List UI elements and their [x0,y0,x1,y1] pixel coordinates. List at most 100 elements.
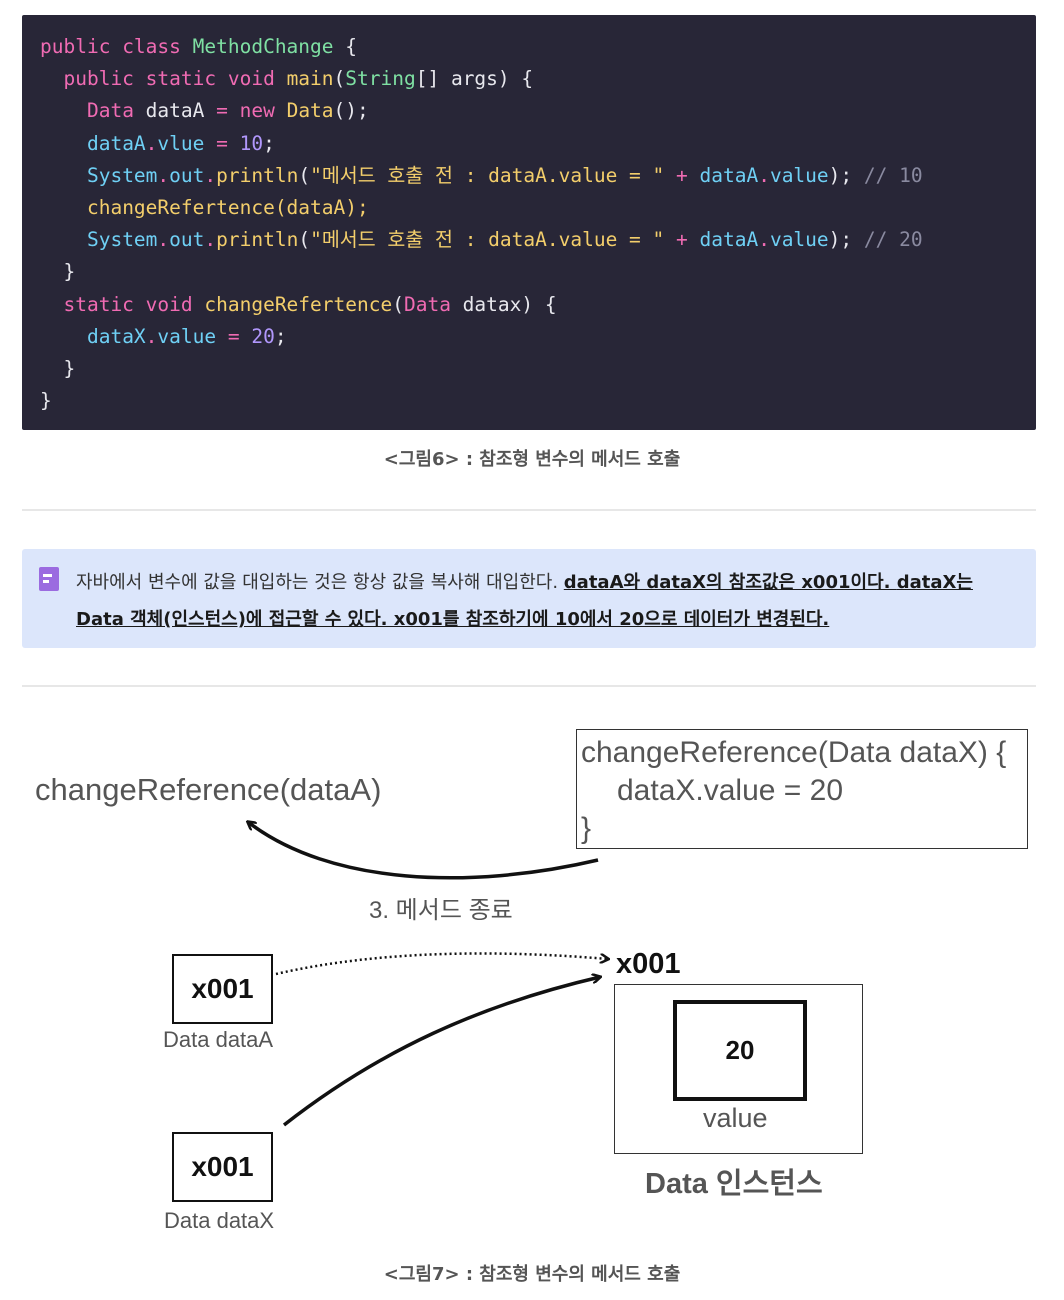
reference-arrow-dataA [275,952,608,976]
figure-6-caption: <그림6> : 참조형 변수의 메서드 호출 [383,449,681,470]
code-token: void [145,292,205,316]
callout-emphasis-2: dataX는 Data 객체(인스턴스)에 접근할 수 있다. x001를 참조… [76,572,973,630]
code-token: } [40,357,76,381]
code-token [40,132,87,155]
code-line: } [40,256,1036,288]
code-token: . [157,163,170,187]
code-token: { [333,35,358,58]
code-token: public [40,35,123,58]
code-token: . [204,228,217,252]
code-token: ; [263,131,275,155]
code-token: value [769,228,829,252]
callout-emphasis-1: dataA와 dataX의 참조값은 x001이다. [563,572,897,593]
code-token: datax) { [462,292,557,316]
code-token: . [758,228,770,252]
code-token: MethodChange [192,35,334,58]
code-token: } [40,389,52,413]
code-token: . [204,163,217,187]
code-token [40,99,87,122]
code-token: static [63,292,146,316]
code-token: changeRefertence [204,292,393,316]
code-token: 20 [251,324,275,348]
code-token [40,293,63,316]
code-line: } [40,385,1036,417]
code-token: dataA [145,99,217,123]
method-signature: changeReference(Data dataX) { [581,736,1007,769]
code-token: . [157,228,170,252]
code-token: Data [86,99,146,123]
code-token: dataA [86,131,146,155]
dataX-address-box: x001 [172,1132,273,1202]
method-box: changeReference(Data dataX) { dataX.valu… [576,729,1028,849]
code-token: static [145,67,228,91]
reference-diagram: changeReference(dataA) changeReference(D… [0,700,1064,1260]
value-label: value [703,1103,768,1133]
code-token: (); [333,99,369,123]
code-token: "메서드 호출 전 : dataA.value = " [310,228,677,252]
method-body: dataX.value = 20 [617,774,844,807]
code-token: changeRefertence [86,196,275,220]
code-line: dataX.value = 20; [40,321,1036,353]
code-token: new [239,99,287,123]
code-token [40,196,87,219]
code-token: class [122,35,193,58]
code-token: ); [828,228,864,252]
code-line: System.out.println("메서드 호출 전 : dataA.val… [40,160,1036,192]
dataA-address-box: x001 [172,954,273,1024]
reference-arrow-dataX [282,977,600,1127]
code-token: out [169,228,205,252]
code-line: public class MethodChange { [40,31,1036,63]
data-instance-box: 20 value [614,984,863,1154]
instance-label: Data 인스턴스 [645,1168,823,1200]
code-token: Data [286,99,334,123]
code-line: System.out.println("메서드 호출 전 : dataA.val… [40,224,1036,256]
code-token: ( [333,67,346,91]
diagram-arrows [0,700,1064,1127]
code-token: Data [403,292,463,316]
code-token: println [216,228,299,252]
callout-plain-text: 자바에서 변수에 값을 대입하는 것은 항상 값을 복사해 대입한다. [76,572,564,593]
code-token: + [676,163,700,187]
code-token: [] args) { [415,67,534,91]
code-block: public class MethodChange { public stati… [22,15,1036,430]
code-token: System [86,228,158,252]
code-token [40,325,87,348]
code-token: = [227,324,252,348]
code-token: // 10 [863,163,923,187]
code-token: . [145,131,158,155]
code-token: . [145,324,158,348]
code-token: = [216,99,240,123]
code-token: ( [298,163,311,187]
code-line: static void changeRefertence(Data datax)… [40,289,1036,321]
call-label: changeReference(dataA) [35,772,382,807]
code-token: ( [392,292,404,316]
code-token: + [676,228,700,252]
note-callout: 자바에서 변수에 값을 대입하는 것은 항상 값을 복사해 대입한다. data… [22,549,1036,648]
instance-address: x001 [616,948,681,980]
code-token: ); [828,163,864,187]
code-line: public static void main(String[] args) { [40,63,1036,95]
code-line: Data dataA = new Data(); [40,95,1036,127]
code-token: } [40,260,76,284]
figure-7-caption: <그림7> : 참조형 변수의 메서드 호출 [383,1264,681,1285]
code-token: dataA [699,163,759,187]
code-token: println [216,163,299,187]
code-token: . [758,163,770,187]
code-token [40,164,87,187]
method-close: } [581,812,592,845]
divider [22,685,1036,687]
code-token: out [169,163,205,187]
code-token: vlue [157,131,217,155]
code-token: void [227,67,287,91]
divider [22,509,1036,511]
code-token: main [286,67,334,91]
code-token: (dataA); [274,196,369,220]
dataX-label: Data dataX [164,1208,275,1233]
return-label: 3. 메서드 종료 [369,897,513,924]
code-token: = [216,131,240,155]
value-box: 20 [673,1000,807,1101]
return-arrow [248,822,599,880]
code-token: value [769,163,829,187]
note-icon [39,567,59,591]
code-token [40,67,63,90]
